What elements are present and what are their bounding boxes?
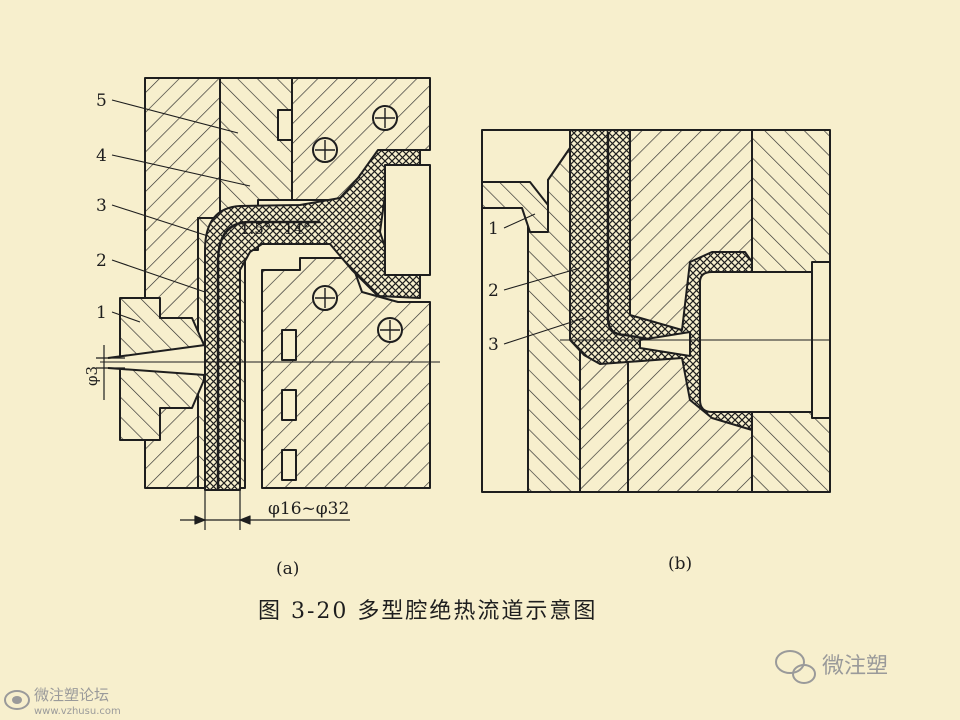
callout-1-a: 1: [96, 303, 107, 323]
forum-url: www.vzhusu.com: [34, 706, 121, 717]
panel-a-label: (a): [276, 559, 299, 579]
forum-logo-icon: [4, 690, 30, 710]
cavity-pocket-a: [384, 164, 431, 276]
gate-cone-b: [639, 331, 691, 357]
callout-3-b: 3: [488, 335, 499, 355]
diameter-note: φ16~φ32: [268, 499, 349, 519]
angle-note: 1.5°~14°: [240, 220, 311, 238]
leader-lines-b: [503, 213, 585, 345]
cooling-channels-a: [312, 105, 403, 343]
insulating-layer-a: [204, 149, 421, 491]
callout-3-a: 3: [96, 196, 107, 216]
locating-block-a4: [281, 449, 297, 481]
figure-caption: 图 3-20 多型腔绝热流道示意图: [258, 599, 597, 624]
callout-4-a: 4: [96, 146, 107, 166]
brand-name: 微注塑: [822, 654, 888, 679]
locating-block-a2: [281, 329, 297, 361]
panel-a: [96, 77, 440, 530]
melt-channel-b: [606, 132, 683, 347]
panel-b-label: (b): [668, 554, 692, 574]
callout-1-b: 1: [488, 219, 499, 239]
diameter-dimension-a: [180, 490, 350, 530]
gate-cone-a: [107, 344, 206, 376]
sprue-bush-b: [481, 181, 549, 233]
forum-name: 微注塑论坛: [34, 686, 109, 704]
locating-block-a3: [281, 389, 297, 421]
wechat-icon: [775, 650, 816, 684]
melt-channel-a: [216, 220, 320, 490]
small-dim-note: φ3: [83, 366, 101, 386]
locating-block-a1: [277, 109, 293, 141]
cavity-b: [699, 271, 813, 413]
callout-2-b: 2: [488, 281, 499, 301]
callout-2-a: 2: [96, 251, 107, 271]
gate-dimension-a: [96, 345, 125, 400]
lower-core-plate-a: [261, 257, 431, 489]
callout-5-a: 5: [96, 91, 107, 111]
leader-lines-a: [111, 99, 251, 323]
panel-b: [481, 129, 831, 493]
